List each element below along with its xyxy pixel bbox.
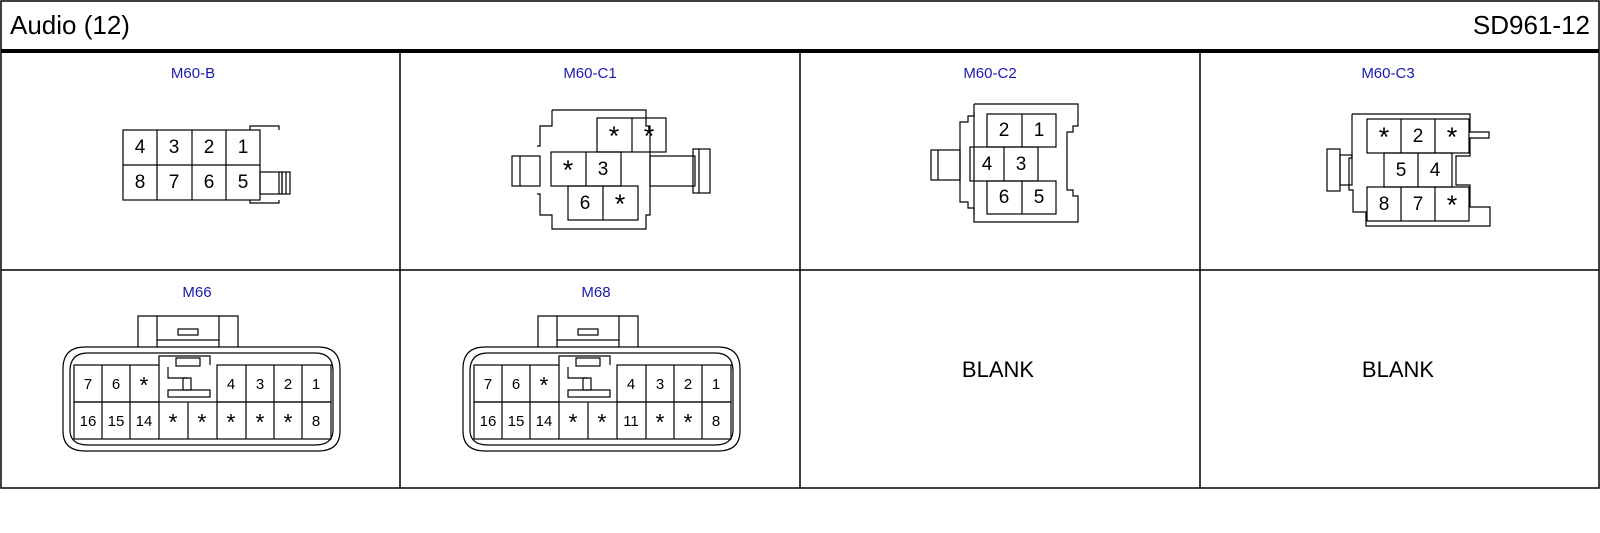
m66-pin-row2-0: 16 [80, 413, 97, 430]
m68-pin-row1-0: 7 [484, 376, 492, 393]
m60c2-pin-top-1: 1 [1034, 120, 1045, 141]
m60b-pin-row2-2: 6 [204, 172, 215, 193]
m68-pin-row2-2: 14 [536, 413, 553, 430]
m66-pin-row2-6: * [256, 409, 265, 435]
blank-cell-2: BLANK [1362, 357, 1434, 382]
m68-pin-row2-4: * [598, 409, 607, 435]
connector-label-m60b: M60-B [171, 65, 215, 82]
m60c2-pin-mid-1: 3 [1016, 154, 1027, 175]
m66-pin-row1-2: * [140, 372, 149, 398]
m60c3-left-lock [1326, 148, 1341, 192]
m66-pin-row1-5: 2 [284, 376, 292, 393]
m66-pin-row2-3: * [169, 409, 178, 435]
m60c3-pin-bot-1: 7 [1413, 194, 1424, 215]
m66-pin-row2-5: * [227, 409, 236, 435]
m68-pin-row2-0: 16 [480, 413, 497, 430]
m60c2-pin-mid-0: 4 [982, 154, 993, 175]
m66-pin-row1-4: 3 [256, 376, 264, 393]
m60c3-pin-top-2: * [1447, 122, 1458, 152]
m60c1-housing [537, 109, 651, 230]
m68-pin-row1-6: 1 [712, 376, 720, 393]
m66-pin-row1-1: 6 [112, 376, 120, 393]
connector-m60c3 [1326, 113, 1491, 227]
m66-row2 [73, 401, 332, 440]
connector-m66 [62, 315, 341, 452]
m60b-pin-row1-1: 3 [169, 137, 180, 158]
m68-inner-shell [469, 352, 734, 446]
m60c1-pin-mid-1: 3 [598, 159, 609, 180]
connector-m60b [122, 125, 291, 204]
m60c2-housing [959, 103, 1079, 223]
m60c3-pin-top-0: * [1379, 122, 1390, 152]
diagram-code: SD961-12 [1472, 10, 1590, 40]
m60c3-pin-bot-2: * [1447, 190, 1458, 220]
m60b-pin-row1-3: 1 [238, 137, 249, 158]
m60c1-pin-top-0: * [609, 121, 620, 151]
m66-pin-row2-1: 15 [108, 413, 125, 430]
m60c2-pin-bot-0: 6 [999, 187, 1010, 208]
m68-pin-row2-8: 8 [712, 413, 720, 430]
m60c1-pin-top-1: * [644, 121, 655, 151]
m60c2-left-lock [930, 149, 961, 181]
m60c1-left-lock [511, 155, 541, 187]
blank-cell-1: BLANK [962, 357, 1034, 382]
m66-pin-row1-0: 7 [84, 376, 92, 393]
m66-pin-row2-4: * [198, 409, 207, 435]
m68-pin-row2-6: * [656, 409, 665, 435]
m66-pin-row2-8: 8 [312, 413, 320, 430]
m66-inner-shell [69, 352, 334, 446]
m60b-pin-row1-2: 2 [204, 137, 215, 158]
m68-pin-row1-4: 3 [656, 376, 664, 393]
m68-pin-row1-1: 6 [512, 376, 520, 393]
m60c1-pin-bot-1: * [615, 189, 626, 219]
m60b-pin-row2-3: 5 [238, 172, 249, 193]
m68-row2 [473, 401, 732, 440]
m60c1-right-lock [649, 155, 696, 187]
m66-pin-row2-7: * [284, 409, 293, 435]
m68-pin-row2-5: 11 [623, 413, 639, 430]
m68-pin-row1-5: 2 [684, 376, 692, 393]
m60c1-pin-bot-0: 6 [580, 193, 591, 214]
m68-pin-row2-7: * [684, 409, 693, 435]
m66-outer-shell [62, 346, 341, 452]
m60c3-bot-row [1366, 186, 1470, 222]
m68-pin-row1-2: * [540, 372, 549, 398]
connector-label-m66: M66 [182, 284, 211, 301]
m60c3-pin-mid-1: 4 [1430, 160, 1441, 181]
m60b-lock-bottom [249, 200, 280, 204]
connector-label-m60c3: M60-C3 [1361, 65, 1414, 82]
connector-label-m68: M68 [581, 284, 610, 301]
m68-pin-row2-1: 15 [508, 413, 525, 430]
m60b-pin-row2-0: 8 [135, 172, 146, 193]
m60c2-pin-top-0: 2 [999, 120, 1010, 141]
connector-label-m60c2: M60-C2 [963, 65, 1016, 82]
m60c1-pin-mid-0: * [563, 155, 574, 185]
m68-latch-frame [537, 315, 639, 347]
m66-pin-row1-6: 1 [312, 376, 320, 393]
m60c3-pin-mid-0: 5 [1396, 160, 1407, 181]
m60b-pin-row1-0: 4 [135, 137, 146, 158]
connector-label-m60c1: M60-C1 [563, 65, 616, 82]
m60c2-pin-bot-1: 5 [1034, 187, 1045, 208]
m68-pin-row2-3: * [569, 409, 578, 435]
m60b-lock-top [249, 125, 280, 130]
connector-m60c1 [511, 109, 711, 230]
m68-pin-row1-3: 4 [627, 376, 635, 393]
page-title: Audio (12) [10, 10, 130, 40]
m60c3-pin-bot-0: 8 [1379, 194, 1390, 215]
m60c3-pin-top-1: 2 [1413, 126, 1424, 147]
m60c3-housing [1348, 113, 1491, 227]
m66-pin-row2-2: 14 [136, 413, 153, 430]
m68-outer-shell [462, 346, 741, 452]
connector-m68 [462, 315, 741, 452]
connector-m60c2 [930, 103, 1079, 223]
m66-pin-row1-3: 4 [227, 376, 235, 393]
m66-latch-frame [137, 315, 239, 347]
m60b-pin-row2-1: 7 [169, 172, 180, 193]
